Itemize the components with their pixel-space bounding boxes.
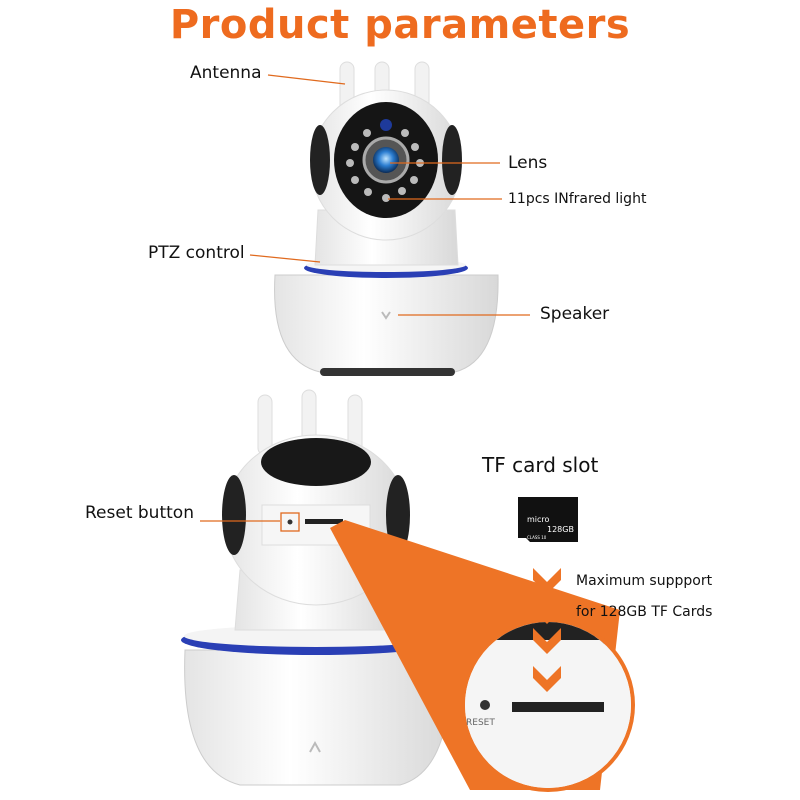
- ir-leds: [346, 129, 424, 202]
- label-ptz: PTZ control: [148, 243, 245, 263]
- page-title: Product parameters: [169, 2, 631, 48]
- label-speaker: Speaker: [540, 304, 610, 324]
- speaker-icon: [381, 311, 391, 320]
- down-chevrons-icon: [533, 568, 561, 692]
- label-tf-slot: TF card slot: [482, 453, 599, 477]
- label-lens: Lens: [508, 153, 548, 173]
- label-antenna: Antenna: [190, 63, 262, 83]
- reset-print: RESET: [466, 718, 495, 728]
- svg-text:128GB: 128GB: [547, 525, 574, 534]
- label-max-line1: Maximum suppport: [576, 573, 713, 589]
- tf-slot-icon: [305, 519, 343, 524]
- label-infrared: 11pcs INfrared light: [508, 191, 647, 207]
- sd-card-icon: micro 128GB CLASS 10: [518, 497, 578, 542]
- lens-icon: [373, 147, 399, 173]
- label-max-line2: for 128GB TF Cards: [576, 604, 713, 620]
- base: [274, 274, 499, 373]
- svg-text:micro: micro: [527, 515, 550, 524]
- camera-front: [249, 61, 530, 376]
- label-reset: Reset button: [85, 503, 194, 523]
- camera-back: [181, 389, 635, 792]
- reset-hole-icon: [287, 519, 293, 525]
- svg-text:CLASS 10: CLASS 10: [527, 535, 547, 540]
